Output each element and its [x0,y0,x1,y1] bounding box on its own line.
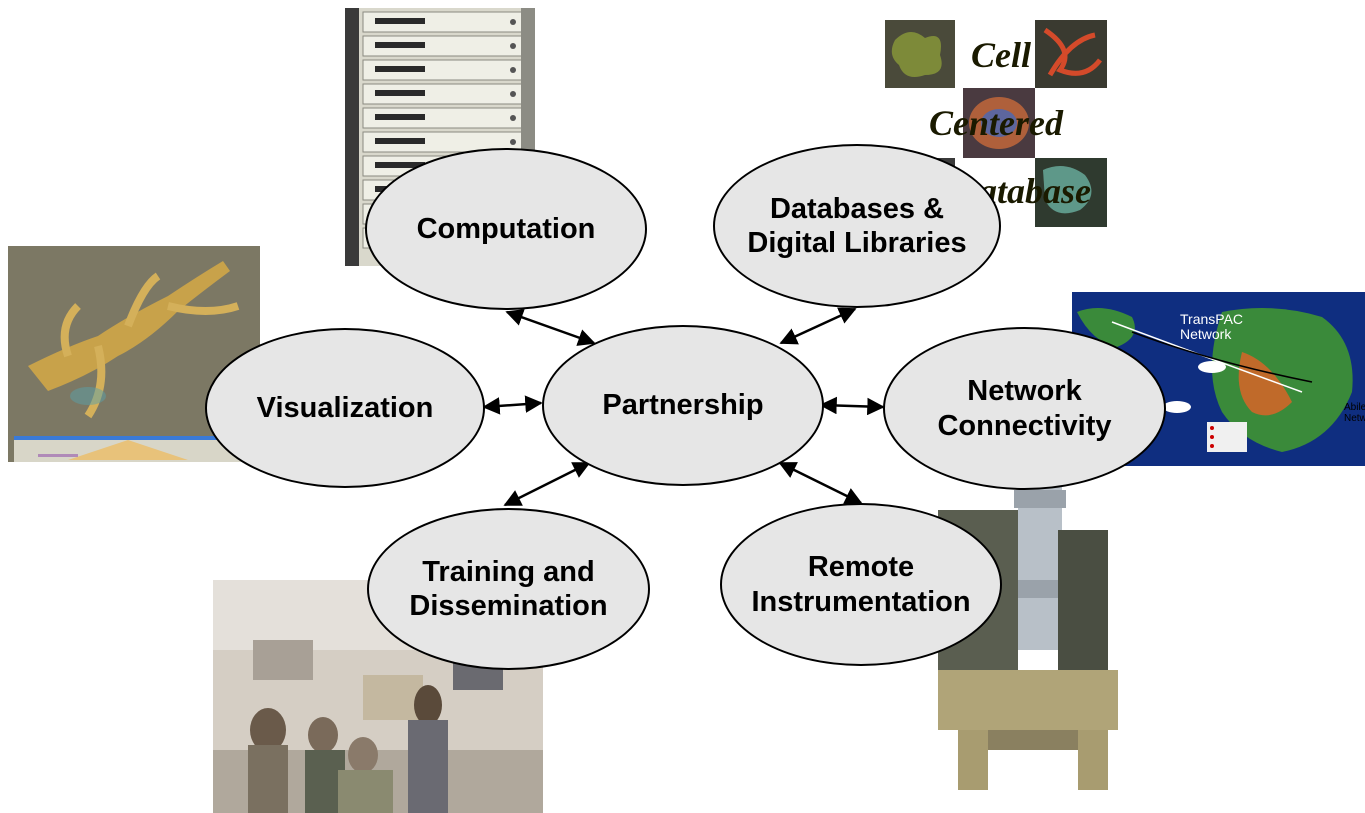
transpac-title: TransPAC Network [1180,311,1244,343]
server-rack-image [345,8,535,266]
node-network: Network Connectivity [883,327,1166,490]
arrow-visualization [482,395,543,415]
transpac-right-label: Abilen Netwo [1344,402,1365,424]
arrow-computation [505,309,596,346]
arrow-training [503,461,591,507]
arrow-databases [779,307,857,345]
arrow-remote [778,461,863,505]
node-databases: Databases & Digital Libraries [713,144,1001,308]
node-visualization: Visualization [205,328,485,488]
node-remote: Remote Instrumentation [720,503,1002,666]
arrow-network [819,396,885,416]
node-partnership: Partnership [542,325,824,486]
ccdb-word-centered: Centered [929,103,1063,143]
ccdb-word-cell: Cell [971,35,1031,75]
node-computation: Computation [365,148,647,310]
ccdb-word-database: atabase [979,171,1091,211]
node-training: Training and Dissemination [367,508,650,670]
